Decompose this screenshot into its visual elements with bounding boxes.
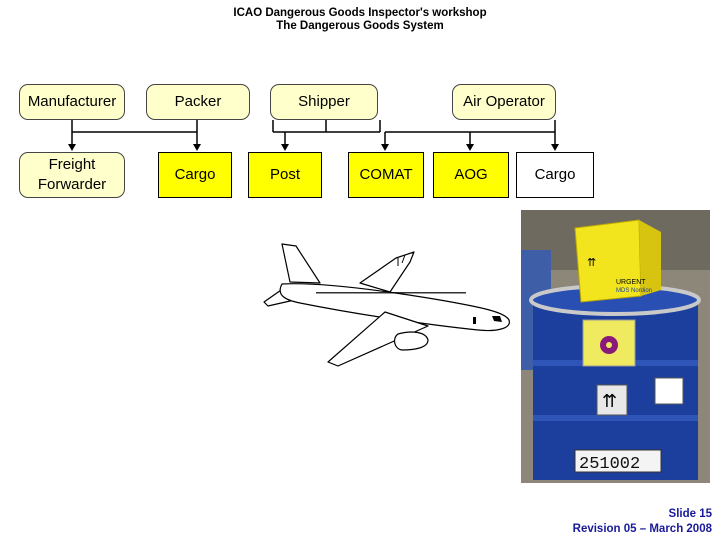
packer-box: Packer (146, 84, 250, 120)
cargo-box-left: Cargo (158, 152, 232, 198)
shipper-box: Shipper (270, 84, 378, 120)
brand-text: MDS Nordion (616, 288, 652, 294)
box-label-text: URGENT (616, 279, 646, 286)
header-title: ICAO Dangerous Goods Inspector's worksho… (233, 7, 487, 19)
post-box: Post (248, 152, 322, 198)
revision-text: Revision 05 – March 2008 (572, 523, 712, 535)
drum-photo-graphic: ⇈ URGENT MDS Nordion ⇈ 251002 (521, 210, 710, 483)
freight-forwarder-box: Freight Forwarder (19, 152, 125, 198)
slide-number: Slide 15 (668, 508, 712, 520)
drum-number-text: 251002 (579, 455, 640, 474)
cargo-box-right: Cargo (516, 152, 594, 198)
header-subtitle: The Dangerous Goods System (276, 20, 444, 32)
comat-box: COMAT (348, 152, 424, 198)
manufacturer-box: Manufacturer (19, 84, 125, 120)
aog-box: AOG (433, 152, 509, 198)
radioactive-drum-photo: ⇈ URGENT MDS Nordion ⇈ 251002 (521, 210, 710, 483)
svg-text:⇈: ⇈ (587, 257, 596, 269)
svg-text:⇈: ⇈ (602, 391, 617, 411)
air-operator-box: Air Operator (452, 84, 556, 120)
